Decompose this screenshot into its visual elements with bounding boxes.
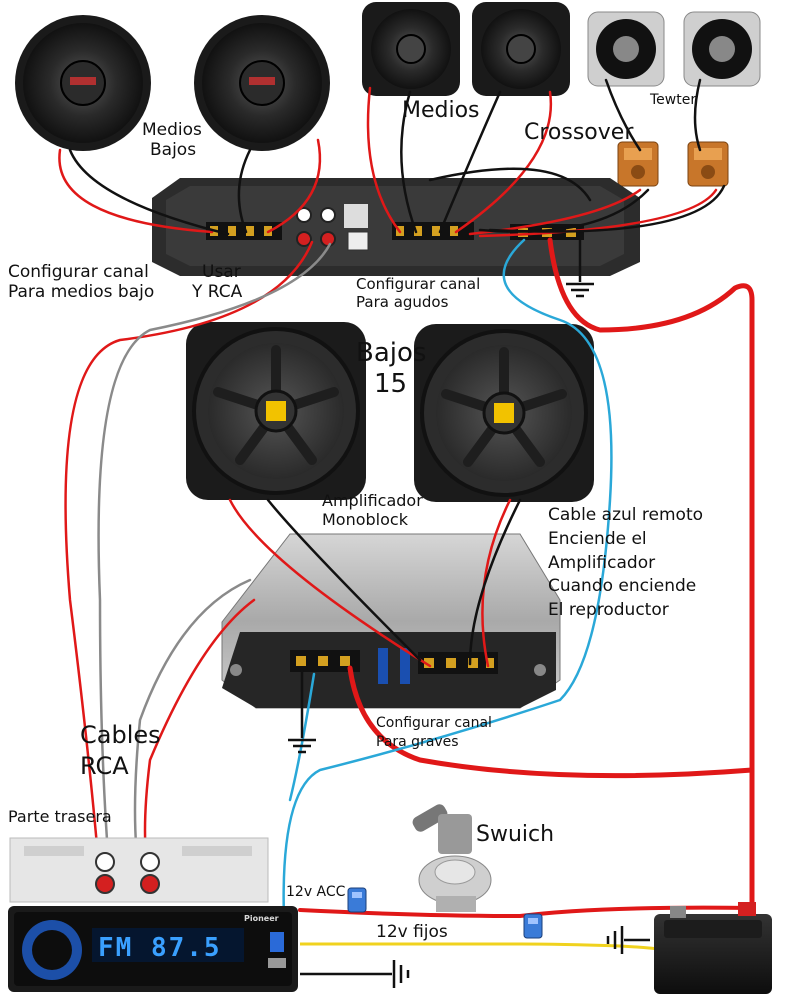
mid-bass-speaker-left [15,15,151,151]
mid-speaker-left [362,2,460,96]
label-mid-bass-line1: Medios [142,120,202,140]
head-unit-rear-panel [9,837,269,903]
label-subwoofers-line2: 15 [374,368,408,399]
label-rca-cables-line1: Cables [80,721,161,749]
label-config-tweeters-line2: Para agudos [356,292,449,311]
ignition-key-icon [412,804,492,912]
subwoofer-left [186,322,366,500]
label-monoblock-line2: Monoblock [322,509,408,529]
label-mid-bass-line2: Bajos [150,140,197,161]
ground-wires [300,240,650,976]
ground-icon [566,282,594,298]
signal-wires [68,78,726,666]
label-config-mid-bass-line1: Configurar canal [8,262,149,282]
label-switch: Swuich [476,822,555,847]
label-use-rca: Usar Y RCA [192,262,242,302]
crossover-left [617,141,659,187]
label-remote-wire: Cable azul remoto Enciende el Amplificad… [548,504,703,623]
stereo-display: FM 87.5 [98,933,222,963]
label-config-tweeters-line1: Configurar canal [356,275,481,293]
ground-icon [392,960,410,988]
stereo-brand: Pioneer [244,914,279,923]
battery-icon [654,902,772,994]
label-monoblock-line1: Amplificador [322,491,423,510]
remote-wire [282,238,613,922]
label-constant: 12v fijos [376,922,448,942]
label-remote-line5: El reproductor [548,600,669,621]
label-rca-cables: Cables RCA [80,720,161,782]
tweeter-right [683,11,761,87]
subwoofer-right [414,324,594,502]
label-mid-bass: Medios Bajos [142,120,202,160]
rca-wires [97,242,332,882]
label-use-rca-line1: Usar [202,262,241,282]
label-config-bass-line1: Configurar canal [376,715,492,731]
label-remote-line2: Enciende el [548,528,647,549]
label-tweeter: Tewter [650,92,697,108]
fuse-icon [523,913,543,939]
tweeter-left [587,11,665,87]
label-config-tweeters: Configurar canal Para agudos [356,275,481,311]
label-subwoofers-line1: Bajos [356,338,427,368]
fuse-icon [347,887,367,913]
label-config-bass-line2: Para graves [376,733,459,750]
ground-icon [606,926,624,954]
ground-icon [288,738,316,754]
label-mids: Medios [402,98,480,123]
label-acc: 12v ACC [286,884,346,900]
label-config-bass: Configurar canal Para graves [376,714,492,752]
mid-speaker-right [472,2,570,96]
label-config-mid-bass: Configurar canal Para medios bajo [8,262,154,302]
label-rear-panel: Parte trasera [8,807,112,826]
label-use-rca-line2: Y RCA [192,282,243,303]
mid-bass-speaker-right [194,15,330,151]
crossover-right [687,141,729,187]
label-monoblock: Amplificador Monoblock [322,491,423,530]
label-remote-line1: Cable azul remoto [548,505,704,525]
label-remote-line3: Amplificador [548,552,656,573]
label-rca-cables-line2: RCA [80,752,129,781]
label-crossover: Crossover [524,120,634,145]
label-remote-line4: Cuando enciende [548,576,697,597]
label-subwoofers: Bajos 15 [356,338,426,399]
car-stereo-icon [8,906,298,992]
monoblock-amplifier [221,533,561,709]
label-config-mid-bass-line2: Para medios bajo [8,282,155,303]
